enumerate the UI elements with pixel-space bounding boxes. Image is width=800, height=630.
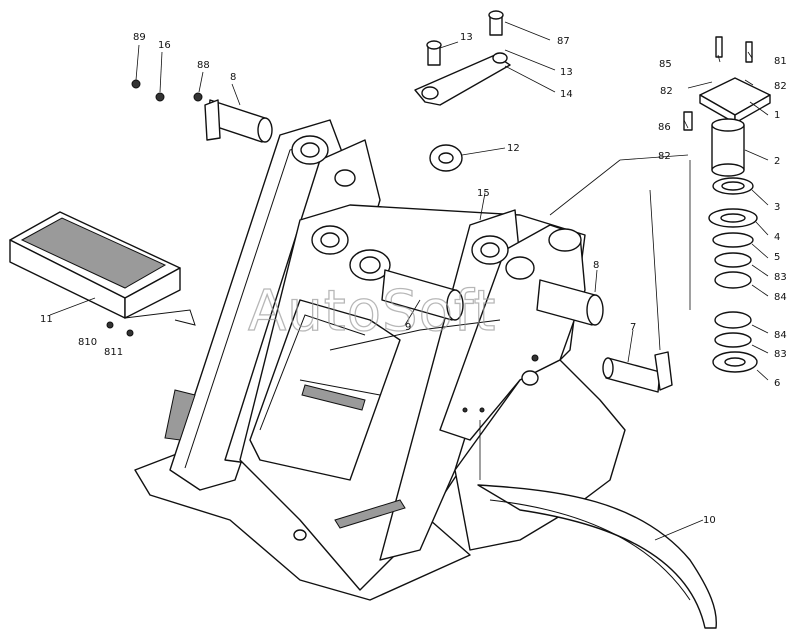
ring-12 <box>429 144 463 172</box>
fasteners <box>106 36 753 337</box>
leader-lines <box>49 21 769 541</box>
callout-89: 89 <box>133 32 146 43</box>
callout-13-left: 13 <box>460 32 473 43</box>
callout-4: 4 <box>774 232 780 243</box>
callout-88: 88 <box>197 60 210 71</box>
callout-7: 7 <box>630 322 636 333</box>
lever-14 <box>414 10 511 106</box>
callout-8-upper: 8 <box>230 72 236 83</box>
pin-7 <box>602 351 673 393</box>
callout-83-upper: 83 <box>774 272 787 283</box>
callout-87: 87 <box>557 36 570 47</box>
pin-9 <box>381 269 464 321</box>
callout-810: 810 <box>78 337 97 348</box>
pedal-pad <box>9 211 196 326</box>
callout-86: 86 <box>658 122 671 133</box>
cover-plate-1 <box>699 77 771 124</box>
callout-10: 10 <box>703 515 716 526</box>
callout-8-right: 8 <box>593 260 599 271</box>
callout-9: 9 <box>405 322 411 333</box>
bushing-2 <box>711 118 745 177</box>
callout-2: 2 <box>774 156 780 167</box>
callout-13-right: 13 <box>560 67 573 78</box>
callout-15: 15 <box>477 188 490 199</box>
fender-10 <box>477 484 717 629</box>
callout-83-lower: 83 <box>774 349 787 360</box>
callout-1: 1 <box>774 110 780 121</box>
callout-82-right: 82 <box>774 81 787 92</box>
callout-16: 16 <box>158 40 171 51</box>
callout-82-middle: 82 <box>658 151 671 162</box>
callout-82-left: 82 <box>660 86 673 97</box>
callout-3: 3 <box>774 202 780 213</box>
callout-84-upper: 84 <box>774 292 787 303</box>
watermark: AutoSoft <box>248 279 497 344</box>
callout-85: 85 <box>659 59 672 70</box>
pin-8-upper <box>204 99 273 143</box>
callout-6: 6 <box>774 378 780 389</box>
callout-12: 12 <box>507 143 520 154</box>
callout-84-lower: 84 <box>774 330 787 341</box>
callout-81: 81 <box>774 56 787 67</box>
main-frame <box>134 119 626 601</box>
callout-14: 14 <box>560 89 573 100</box>
callout-5: 5 <box>774 252 780 263</box>
callout-811: 811 <box>104 347 123 358</box>
callout-11: 11 <box>40 314 53 325</box>
pin-8-right <box>536 279 604 326</box>
washer-stack <box>708 177 758 373</box>
callout-labels: 89 16 88 8 13 87 13 14 85 81 82 82 1 86 … <box>40 32 787 526</box>
